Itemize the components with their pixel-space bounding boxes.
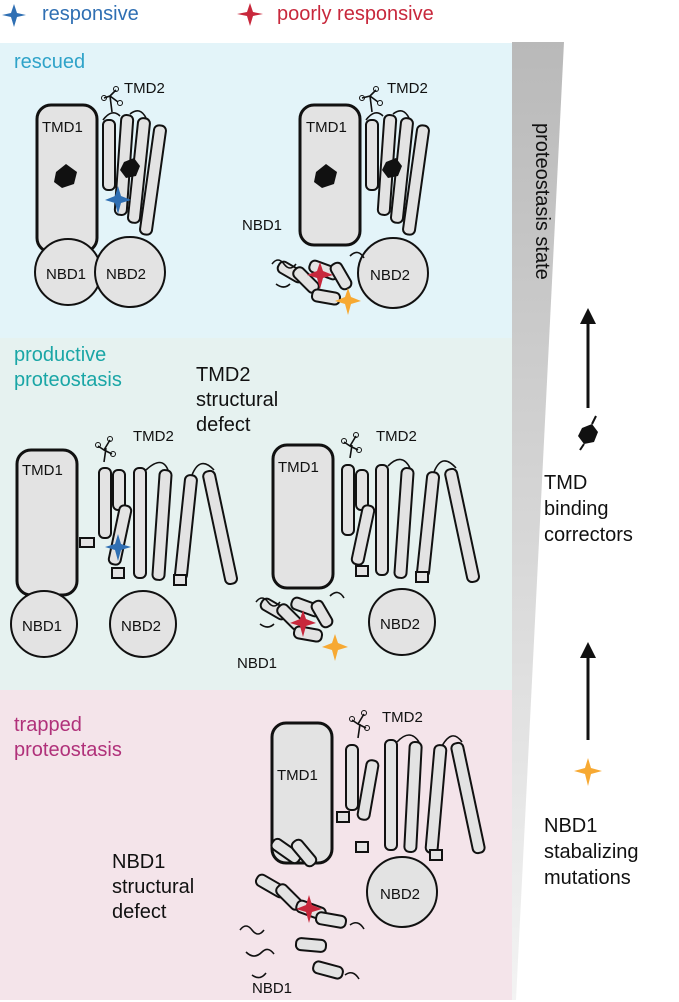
- rescued-cftr-1: [34, 86, 167, 308]
- domain-label: NBD1: [242, 217, 282, 234]
- domain-label: TMD1: [306, 119, 347, 136]
- tmd-corrector-label: TMD binding correctors: [544, 470, 633, 548]
- legend-poorly-responsive-label: poorly responsive: [277, 3, 434, 25]
- mutation-star-icon: [574, 758, 602, 786]
- corrector-molecule-icon: [314, 164, 337, 188]
- protein-diagrams: TMD1 TMD2 NBD1 NBD2 TMD1 TMD2 NBD1 NBD2: [10, 80, 486, 997]
- tmd2-defect-label: TMD2 structural defect: [196, 363, 278, 438]
- poorly-responsive-star-icon: [237, 3, 263, 26]
- tmd2-defect-line3: defect: [196, 414, 251, 436]
- nbd1-mutation-label: NBD1 stabalizing mutations: [544, 813, 639, 891]
- productive-cftr-2: [255, 432, 480, 661]
- domain-label: TMD2: [124, 80, 165, 97]
- lower-arrow: [580, 642, 596, 740]
- productive-title-line1: productive: [14, 344, 107, 366]
- legend-responsive-label: responsive: [42, 3, 139, 25]
- tmd-corrector-line2: binding: [544, 498, 609, 520]
- domain-label: NBD2: [370, 267, 410, 284]
- domain-label: TMD1: [22, 462, 63, 479]
- nbd1-defect-line3: defect: [112, 901, 167, 923]
- corrector-molecule-icon: [382, 158, 402, 178]
- productive-cftr-1: [10, 436, 238, 658]
- domain-label: TMD1: [42, 119, 83, 136]
- domain-label: NBD1: [237, 655, 277, 672]
- corrector-molecule-icon: [120, 158, 140, 178]
- productive-title: productive proteostasis: [14, 343, 122, 393]
- trapped-title: trapped proteostasis: [14, 713, 122, 763]
- responsive-star-icon: [105, 534, 131, 561]
- poorly-responsive-star-icon: [307, 262, 333, 289]
- domain-label: TMD2: [376, 428, 417, 445]
- domain-label: TMD1: [277, 767, 318, 784]
- nbd1-defect-label: NBD1 structural defect: [112, 850, 194, 925]
- rescued-cftr-2: [271, 86, 430, 315]
- misfolded-nbd1: [239, 837, 365, 980]
- tmd2-defect-line2: structural: [196, 389, 279, 411]
- domain-label: TMD2: [387, 80, 428, 97]
- trapped-title-line2: proteostasis: [14, 739, 122, 761]
- corrector-molecule-icon: [54, 164, 77, 188]
- rescued-title: rescued: [14, 51, 86, 73]
- productive-title-line2: proteostasis: [14, 369, 122, 391]
- nbd1-mutation-line2: stabalizing: [544, 841, 639, 863]
- tmd-corrector-line3: correctors: [544, 524, 633, 546]
- trapped-cftr: [239, 710, 486, 980]
- domain-label: NBD1: [252, 980, 292, 997]
- domain-label: TMD1: [278, 459, 319, 476]
- legend: [2, 3, 263, 27]
- poorly-responsive-star-icon: [296, 895, 322, 923]
- proteostasis-gradient-wedge: [512, 42, 564, 1000]
- nbd1-mutation-line3: mutations: [544, 867, 631, 889]
- domain-label: NBD1: [46, 266, 86, 283]
- domain-label: NBD1: [22, 618, 62, 635]
- nbd1-defect-line2: structural: [112, 876, 195, 898]
- domain-label: TMD2: [133, 428, 174, 445]
- tmd-corrector-line1: TMD: [544, 472, 588, 494]
- side-arrows: [574, 308, 602, 786]
- mutation-star-icon: [322, 634, 348, 661]
- nbd1-mutation-line1: NBD1: [544, 815, 598, 837]
- poorly-responsive-star-icon: [290, 610, 316, 637]
- mutation-star-icon: [335, 288, 361, 315]
- trapped-title-line1: trapped: [14, 714, 82, 736]
- corrector-molecule-icon: [578, 415, 598, 451]
- nbd1-defect-line1: NBD1: [112, 851, 166, 873]
- misfolded-nbd1: [255, 591, 345, 643]
- upper-arrow: [580, 308, 596, 408]
- domain-label: NBD2: [106, 266, 146, 283]
- proteostasis-state-label: proteostasis state: [531, 123, 553, 280]
- domain-label: NBD2: [121, 618, 161, 635]
- responsive-star-icon: [2, 4, 26, 27]
- domain-label: NBD2: [380, 616, 420, 633]
- domain-label: NBD2: [380, 886, 420, 903]
- responsive-star-icon: [105, 186, 131, 214]
- domain-label: TMD2: [382, 709, 423, 726]
- tmd2-defect-line1: TMD2: [196, 364, 251, 386]
